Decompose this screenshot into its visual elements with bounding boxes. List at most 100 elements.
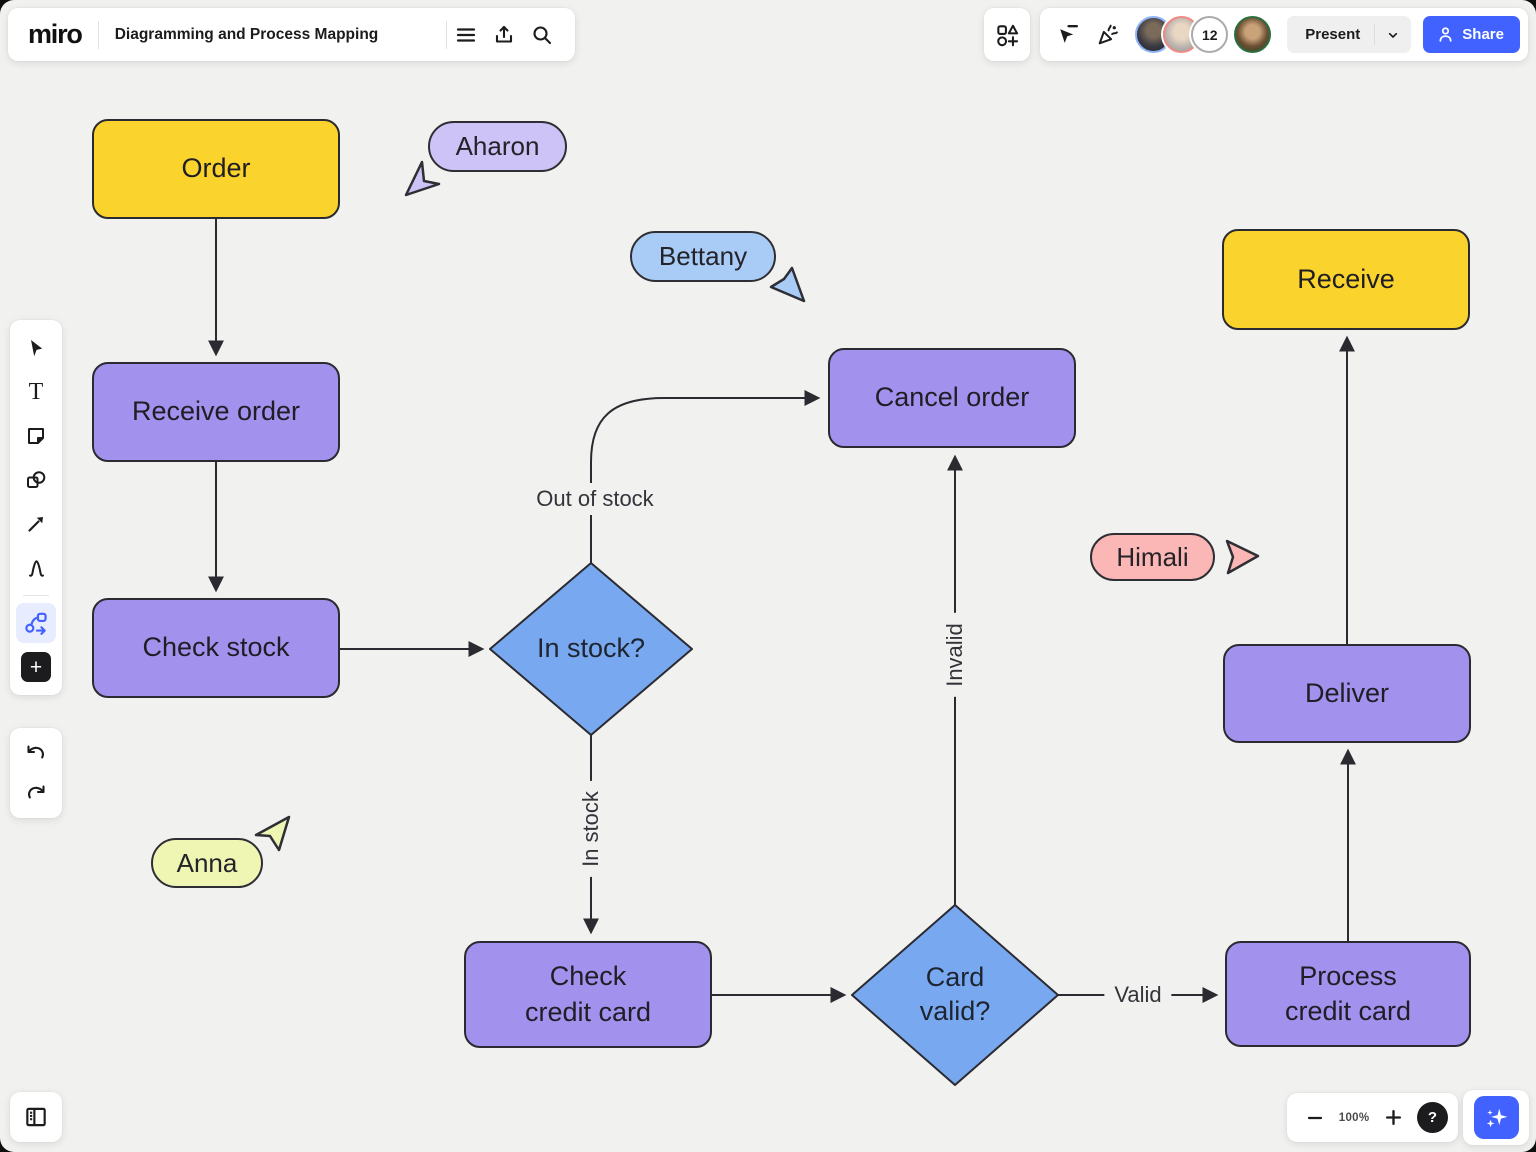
edge-in-stock-cancel-order (590, 390, 821, 563)
undo-button[interactable] (19, 738, 53, 768)
app-header-bar: miro Diagramming and Process Mapping (8, 8, 575, 61)
select-tool[interactable] (16, 328, 56, 368)
collaborator-cursor-bettany: Bettany (630, 231, 776, 282)
ai-assist-button[interactable] (1473, 1096, 1519, 1139)
pen-icon (29, 560, 44, 577)
zoom-controls: 100% ? (1287, 1093, 1458, 1142)
divider (1374, 24, 1376, 45)
node-process-credit-card[interactable]: Process credit card (1225, 941, 1471, 1047)
node-deliver[interactable]: Deliver (1223, 644, 1471, 743)
pen-tool[interactable] (16, 548, 56, 588)
node-check-credit-card[interactable]: Check credit card (464, 941, 712, 1048)
plus-icon (1385, 1109, 1401, 1126)
frames-panel-button[interactable] (10, 1092, 62, 1142)
node-cancel-order[interactable]: Cancel order (828, 348, 1076, 448)
node-order[interactable]: Order (92, 119, 340, 219)
node-process-credit-line1: Process (1299, 960, 1397, 991)
minus-icon (1307, 1116, 1323, 1119)
reactions-button[interactable] (1090, 16, 1126, 54)
node-order-label: Order (181, 153, 251, 184)
person-icon (1439, 27, 1452, 42)
redo-button[interactable] (19, 778, 53, 808)
hide-cursors-button[interactable] (1050, 16, 1086, 54)
question-mark-icon: ? (1427, 1109, 1438, 1126)
participant-avatars: 12 (1135, 16, 1272, 53)
widgets-icon (997, 24, 1019, 46)
node-receive-order[interactable]: Receive order (92, 362, 340, 462)
search-button[interactable] (523, 16, 561, 54)
diagram-icon (25, 612, 47, 635)
himali-cursor-pointer (1225, 539, 1260, 575)
export-button[interactable] (485, 16, 523, 54)
frames-icon (26, 1107, 46, 1127)
text-tool[interactable]: T (16, 372, 56, 412)
hamburger-icon (456, 27, 476, 42)
ai-sparkle-icon (1486, 1108, 1508, 1127)
node-receive[interactable]: Receive (1222, 229, 1470, 330)
diagramming-tool[interactable] (16, 603, 56, 643)
zoom-level[interactable]: 100% (1338, 1111, 1370, 1124)
main-menu-button[interactable] (447, 16, 485, 54)
node-check-credit-line1: Check (549, 961, 627, 992)
chevron-down-icon (1389, 32, 1398, 38)
present-label: Present (1305, 26, 1361, 43)
node-check-stock-label: Check stock (142, 632, 290, 663)
edge-label-in-stock: In stock (575, 781, 607, 877)
zoom-in-button[interactable] (1379, 1104, 1407, 1132)
more-tools-button[interactable]: + (21, 652, 51, 682)
card-valid-diamond[interactable] (851, 904, 1059, 1086)
select-cursor-icon (31, 340, 43, 357)
aharon-cursor-pointer (404, 160, 441, 197)
divider (97, 20, 99, 49)
card-valid-diamond-label: Card valid? (919, 962, 991, 1026)
search-icon (533, 25, 552, 44)
confetti-icon (1098, 24, 1118, 45)
divider (446, 20, 447, 49)
collaborator-cursor-himali: Himali (1090, 533, 1215, 581)
node-check-credit-line2: credit card (524, 996, 652, 1027)
arrow-icon (28, 517, 43, 532)
board-title[interactable]: Diagramming and Process Mapping (114, 25, 379, 43)
present-button[interactable]: Present (1287, 16, 1412, 53)
history-toolbar (10, 728, 62, 818)
divider (23, 595, 49, 596)
present-options-button[interactable] (1375, 27, 1411, 43)
upload-icon (495, 25, 513, 43)
sticky-note-icon (28, 428, 44, 444)
share-button[interactable]: Share (1423, 16, 1520, 53)
node-cancel-order-label: Cancel order (874, 382, 1030, 413)
sticky-note-tool[interactable] (16, 416, 56, 456)
redo-icon (28, 785, 45, 799)
collaboration-bar: 12 Present Share (1040, 8, 1528, 61)
edge-label-out-of-stock: Out of stock (526, 483, 664, 515)
ai-assist-panel (1463, 1090, 1529, 1145)
anna-cursor-pointer (254, 815, 291, 852)
node-process-credit-line2: credit card (1284, 996, 1412, 1026)
bettany-cursor-pointer (769, 266, 806, 303)
help-button[interactable]: ? (1416, 1102, 1448, 1133)
share-label: Share (1462, 26, 1504, 43)
zoom-out-button[interactable] (1301, 1104, 1329, 1132)
miro-logo[interactable]: miro (28, 19, 83, 49)
edge-label-valid: Valid (1104, 979, 1172, 1011)
in-stock-diamond-label: In stock? (536, 633, 646, 664)
avatar-current-user[interactable] (1234, 16, 1272, 53)
node-receive-label: Receive (1297, 263, 1395, 294)
connection-line-tool[interactable] (16, 504, 56, 544)
participants-count-badge[interactable]: 12 (1191, 16, 1229, 53)
node-deliver-label: Deliver (1304, 677, 1390, 708)
collaborator-cursor-aharon: Aharon (428, 121, 567, 172)
creation-toolbar: T + (10, 320, 62, 695)
edge-label-invalid: Invalid (939, 613, 971, 697)
shapes-tool[interactable] (16, 460, 56, 500)
text-icon: T (28, 379, 44, 405)
shapes-icon (27, 471, 46, 488)
in-stock-diamond[interactable] (489, 562, 693, 736)
node-check-stock[interactable]: Check stock (92, 598, 340, 698)
node-receive-order-label: Receive order (131, 396, 301, 427)
collaborator-cursor-icon (1060, 25, 1079, 43)
widgets-panel-button[interactable] (984, 8, 1030, 61)
undo-icon (27, 745, 44, 759)
flowchart-connectors (208, 219, 1356, 1003)
